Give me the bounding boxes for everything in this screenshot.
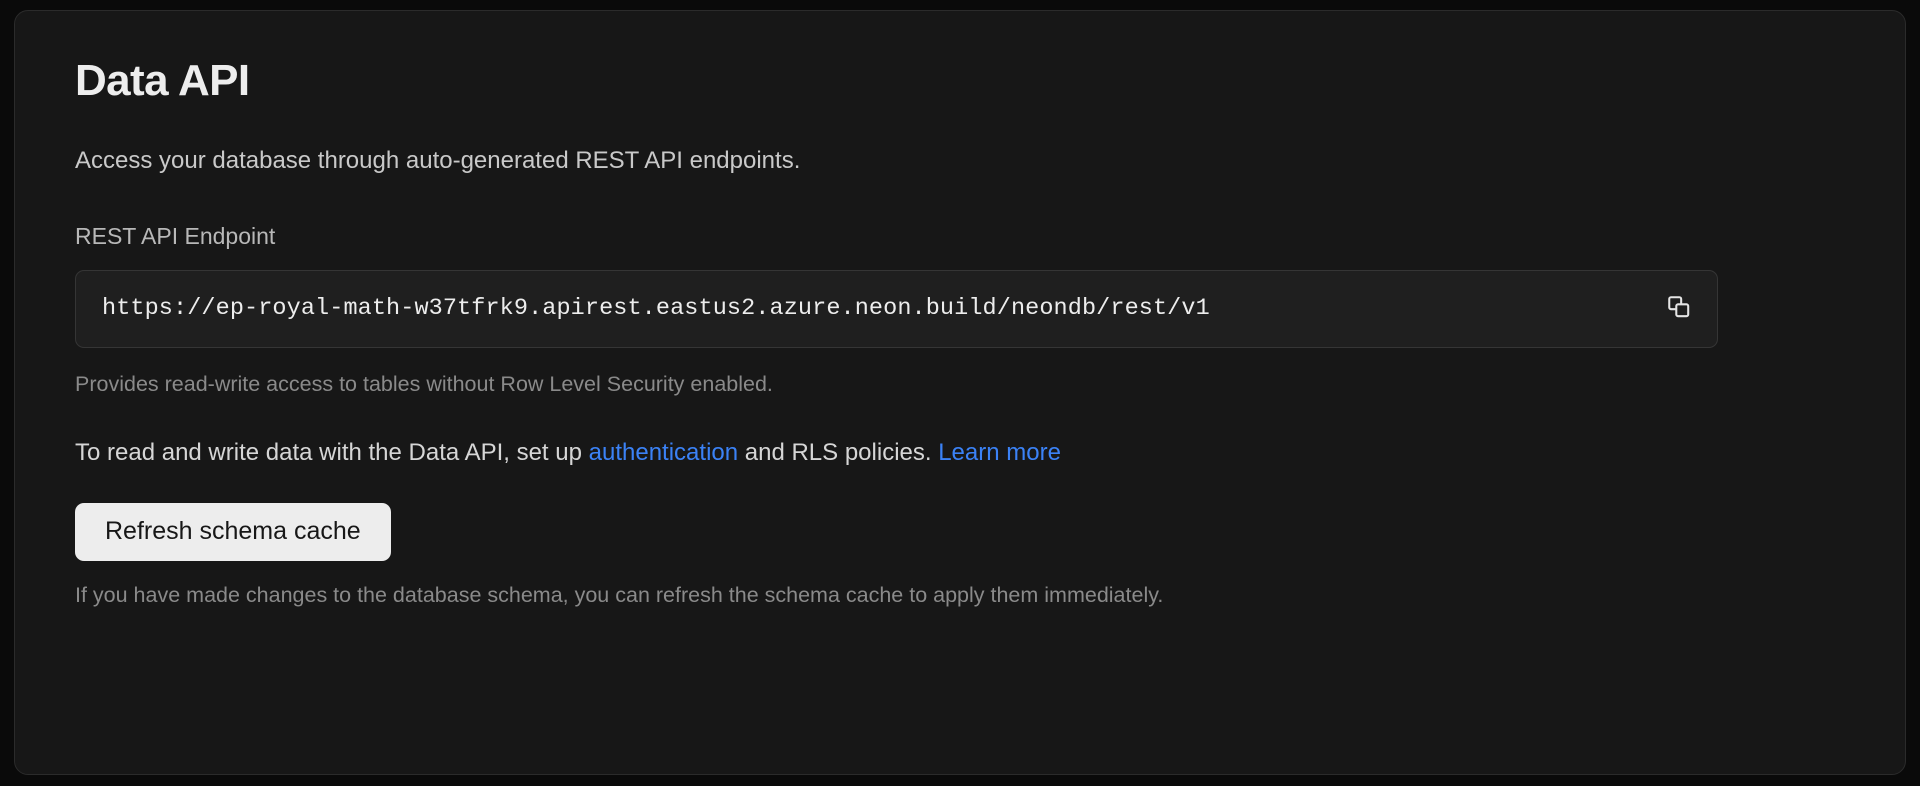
policy-text: To read and write data with the Data API… <box>75 437 1905 469</box>
copy-endpoint-button[interactable] <box>1657 287 1701 331</box>
endpoint-input[interactable] <box>102 295 1643 323</box>
policy-middle: and RLS policies. <box>738 438 939 466</box>
copy-icon <box>1666 294 1692 323</box>
authentication-link[interactable]: authentication <box>588 438 739 466</box>
policy-lead: To read and write data with the Data API… <box>75 438 589 466</box>
refresh-hint: If you have made changes to the database… <box>75 582 1164 607</box>
card-description: Access your database through auto-genera… <box>75 147 801 175</box>
endpoint-input-row[interactable] <box>75 269 1718 348</box>
refresh-schema-cache-button[interactable]: Refresh schema cache <box>75 503 391 561</box>
page-title: Data API <box>75 56 250 105</box>
learn-more-link[interactable]: Learn more <box>938 438 1061 466</box>
endpoint-hint: Provides read-write access to tables wit… <box>75 371 773 396</box>
endpoint-field-label: REST API Endpoint <box>75 222 276 249</box>
data-api-card: Data API Access your database through au… <box>14 10 1906 775</box>
